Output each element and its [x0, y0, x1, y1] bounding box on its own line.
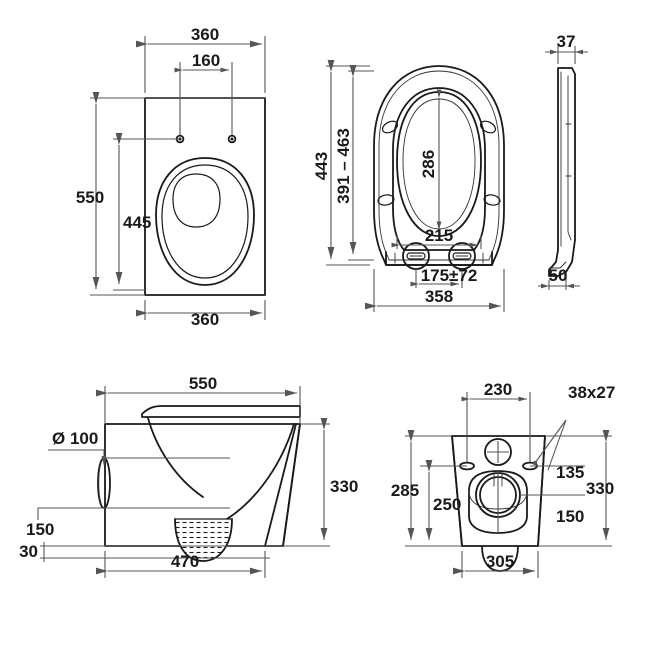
dim-label-seat-base-depth: 50: [549, 266, 568, 285]
pan-side-bowl-rear-wall: [217, 423, 295, 525]
dim-label-pan-height: 330: [330, 477, 358, 496]
arrow: [541, 283, 549, 289]
seat-side-contour-2: [567, 75, 572, 241]
seat-side-outline: [548, 67, 576, 277]
pan-rear-outlet-boss: [468, 470, 528, 534]
pan-rear-flush-inlet: [484, 438, 512, 466]
pan-side-water-area: [175, 519, 232, 561]
dim-label-opening-width: 215: [425, 226, 453, 245]
pan-rear-right-edge: [537, 435, 546, 547]
seat-bumper-top-left: [381, 120, 399, 134]
dim-label-rear-bolt-spacing: 230: [484, 380, 512, 399]
dim-label-seat-thickness: 37: [557, 32, 576, 51]
fixing-hole-right: [227, 134, 237, 144]
dim-label-outlet-height: 150: [26, 520, 54, 539]
dim-label-bolt-hole-size: 38x27: [568, 383, 615, 402]
seat-bumper-bottom-right: [483, 194, 501, 206]
dim-label-plan-width-bottom: 360: [191, 310, 219, 329]
seat-hinge-bar: [385, 251, 493, 266]
seat-outer-contour-2: [378, 70, 500, 261]
dim-label-rear-outlet-height: 250: [433, 495, 461, 514]
seat-side-bumper-marks: [565, 123, 572, 177]
dim-label-rear-height: 330: [586, 479, 614, 498]
bowl-rim-outer: [155, 157, 255, 286]
seat-bumper-bottom-left: [377, 194, 395, 206]
view-pan-rear: 230 38x27 285 250 135 150 330 305: [391, 380, 615, 578]
dim-label-opening-length: 286: [419, 150, 438, 178]
fixing-hole-right-center: [230, 137, 234, 141]
seat-bumper-top-right: [479, 120, 497, 134]
dim-label-rear-width-bottom: 305: [486, 552, 514, 571]
seat-side-base-detail: [548, 261, 567, 269]
seat-inner-ring: [392, 87, 486, 251]
dim-label-seat-length-range: 391 – 463: [334, 128, 353, 204]
leader-outlet-height: [37, 507, 104, 520]
arrow: [101, 456, 107, 466]
seat-opening-outer: [396, 91, 482, 237]
pan-side-rear-edge: [282, 423, 301, 547]
dim-label-pan-bowl-depth: 470: [171, 552, 199, 571]
dim-label-pan-projection: 550: [189, 374, 217, 393]
pan-side-trap-outline: [174, 518, 233, 562]
view-seat-side: 37 50: [538, 32, 588, 290]
dim-label-plan-length: 550: [76, 188, 104, 207]
dim-label-plan-length-inner: 445: [123, 213, 151, 232]
dim-label-bolt-spacing: 160: [192, 51, 220, 70]
pan-side-rear-edge-inner: [264, 423, 297, 547]
pan-side-outlet-pipe-inner: [98, 462, 102, 504]
bowl-rim-inner: [161, 164, 249, 279]
arrow: [575, 49, 583, 55]
seat-hinge-left-slot: [406, 252, 426, 260]
view-pan-side: Ø 100 150 30 550 470 330: [19, 374, 358, 578]
bowl-waterway-opening: [172, 173, 221, 228]
pan-side-bowl-front-wall: [147, 417, 204, 498]
arrow: [550, 49, 558, 55]
dim-label-plan-width-top: 360: [191, 25, 219, 44]
dim-label-base-offset: 30: [19, 542, 38, 561]
pan-rear-left-edge: [451, 435, 463, 547]
dim-label-rear-bolt-height: 135: [556, 463, 584, 482]
dim-label-rear-flush-height: 285: [391, 481, 419, 500]
seat-hinge-right-slot: [452, 252, 472, 260]
leader-bolt-hole-size-b: [547, 419, 567, 471]
dim-label-rear-outlet-center-height: 150: [556, 507, 584, 526]
view-seat-plan: 443 391 – 463 286 215 175±72 358: [312, 60, 505, 312]
dim-label-outlet-diameter: Ø 100: [52, 429, 98, 448]
dim-label-seat-width: 358: [425, 287, 453, 306]
seat-hinge-bar-detail: [394, 252, 484, 264]
leader-bolt-hole-size-a: [532, 419, 567, 466]
dim-label-seat-length: 443: [312, 152, 331, 180]
arrow: [566, 283, 574, 289]
view-pan-plan: 360 160 550 445 360: [76, 25, 266, 329]
dim-label-hinge-spacing: 175±72: [421, 266, 478, 285]
